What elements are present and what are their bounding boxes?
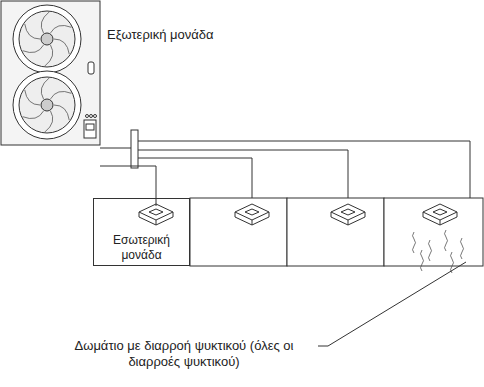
pipe-connector — [100, 166, 156, 206]
fan-blade — [51, 25, 72, 32]
outdoor-unit-box: Εξωτερική μονάδα — [1, 1, 100, 145]
caption-note: Δωμάτιο με διαρροή ψυκτικού (όλες οι δια… — [52, 338, 316, 370]
fan-blade — [25, 90, 40, 105]
refrigerant-pipes — [100, 130, 470, 205]
grille — [245, 209, 259, 215]
leak-wave — [413, 232, 416, 253]
fan-blade — [23, 111, 44, 118]
leak-wave — [445, 230, 448, 251]
indoor-unit-icon — [331, 204, 365, 225]
fan-blade — [45, 111, 53, 132]
room-box: Εσωτερική μονάδα — [93, 198, 190, 266]
fan-blade — [41, 12, 49, 33]
fan-blade — [54, 39, 69, 54]
outdoor-unit — [1, 1, 100, 145]
fan-blade — [45, 45, 53, 66]
room-label: Εσωτερική μονάδα — [96, 233, 187, 263]
rooms — [190, 198, 483, 266]
leak-waves — [413, 230, 464, 273]
indoor-unit-icon — [139, 204, 173, 225]
grille — [149, 209, 163, 215]
leader-line — [318, 262, 466, 346]
fan-blade — [51, 91, 72, 98]
grille — [433, 209, 447, 215]
leak-wave — [461, 238, 464, 259]
indoor-unit-icon — [235, 204, 269, 225]
indoor-unit-icon — [423, 204, 457, 225]
fan-blade — [54, 105, 69, 120]
unit-label: Εξωτερική μονάδα — [107, 27, 214, 43]
fan-blade — [41, 78, 49, 99]
grille — [341, 209, 355, 215]
fan-blade — [25, 24, 40, 39]
indoor-units — [139, 204, 457, 225]
fan-blade — [23, 45, 44, 52]
leak-wave — [429, 240, 432, 261]
leak-wave — [421, 250, 424, 271]
